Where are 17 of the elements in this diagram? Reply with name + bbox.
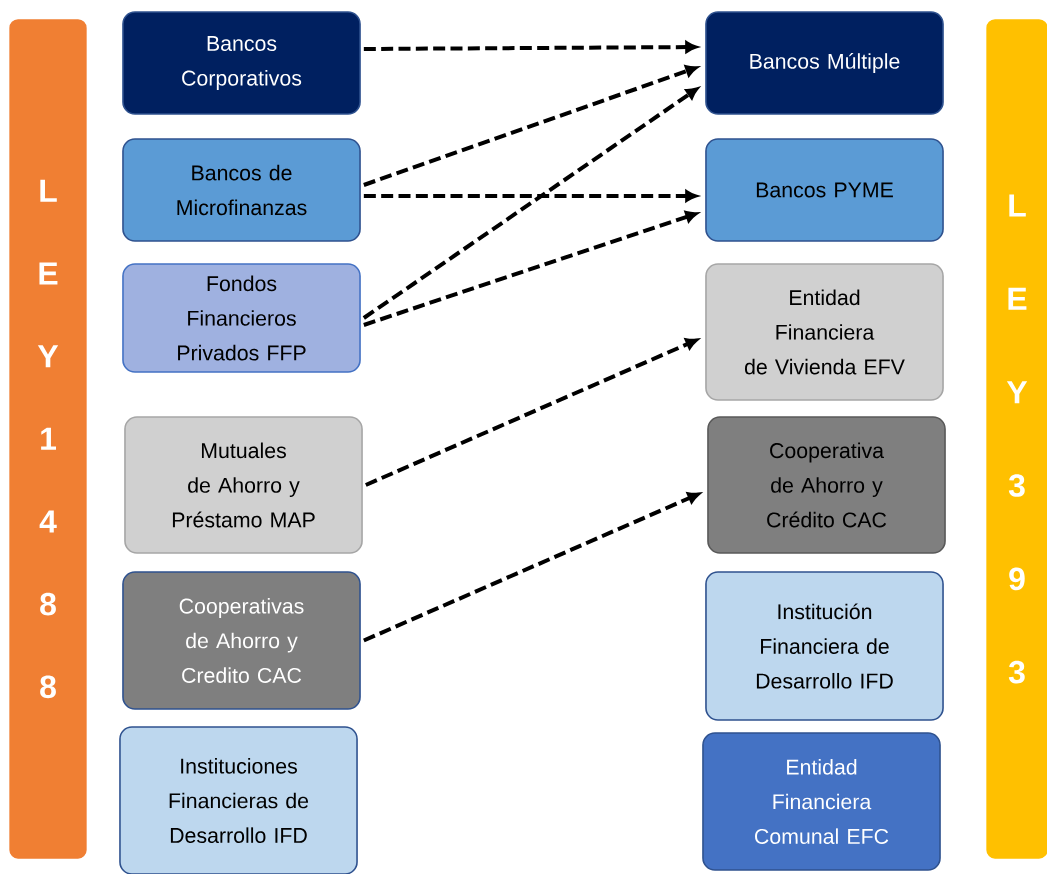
entity-box: Bancos Corporativos — [122, 11, 361, 115]
dashed-arrow — [363, 41, 698, 53]
entity-box: Bancos PYME — [705, 138, 944, 242]
entity-box: Bancos de Microfinanzas — [122, 138, 361, 242]
entity-box: Cooperativa de Ahorro y Crédito CAC — [707, 416, 946, 554]
entity-box: Entidad Financiera de Vivienda EFV — [705, 263, 944, 401]
entity-box: Cooperativas de Ahorro y Credito CAC — [122, 571, 361, 710]
entity-box: Fondos Financieros Privados FFP — [122, 263, 361, 373]
dashed-arrow — [363, 190, 698, 202]
entity-box: Entidad Financiera Comunal EFC — [702, 732, 941, 871]
law-band: L E Y 1 4 8 8 — [9, 19, 87, 859]
entity-box: Bancos Múltiple — [705, 11, 944, 115]
entity-box: Institución Financiera de Desarrollo IFD — [705, 571, 944, 721]
dashed-arrow — [363, 210, 698, 327]
entity-box: Mutuales de Ahorro y Préstamo MAP — [124, 416, 363, 554]
entity-box: Instituciones Financieras de Desarrollo IFD — [119, 726, 358, 874]
law-band: L E Y 3 9 3 — [986, 19, 1047, 859]
